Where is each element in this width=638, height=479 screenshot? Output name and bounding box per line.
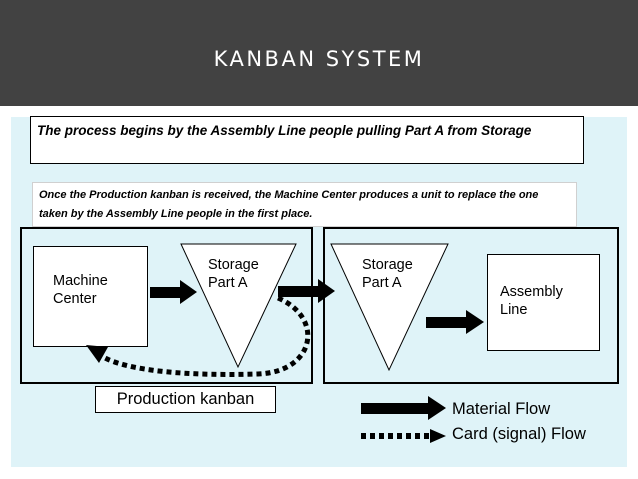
header-bar: KANBAN SYSTEM: [0, 0, 638, 106]
storage-triangle-right: [330, 243, 449, 372]
panel-assembly-side: [323, 227, 619, 384]
legend-material-flow: Material Flow: [452, 400, 551, 418]
card-flow-arrowhead: [86, 345, 108, 363]
machine-center-box: [33, 246, 148, 347]
page-title: KANBAN SYSTEM: [213, 47, 425, 71]
panel-machine-side: [20, 227, 313, 384]
production-kanban-label: Production kanban: [95, 386, 276, 413]
note-production-kanban: Once the Production kanban is received, …: [32, 182, 577, 227]
note-process-begins: The process begins by the Assembly Line …: [30, 116, 584, 164]
legend-material-arrow: [361, 396, 446, 420]
storage-left-label: Storage Part A: [208, 257, 259, 291]
legend-card-flow: Card (signal) Flow: [452, 425, 586, 443]
storage-right-label: Storage Part A: [362, 257, 413, 291]
material-flow-arrow-3: [426, 310, 484, 334]
machine-center-label: Machine Center: [53, 273, 108, 307]
assembly-line-box: [487, 254, 600, 351]
material-flow-arrow-2: [278, 279, 335, 303]
card-flow-dotted-path: [98, 295, 311, 377]
assembly-line-label: Assembly Line: [500, 284, 563, 318]
storage-triangle-left: [180, 243, 297, 369]
legend-card-arrow: [361, 429, 446, 443]
material-flow-arrow-1: [150, 280, 197, 304]
